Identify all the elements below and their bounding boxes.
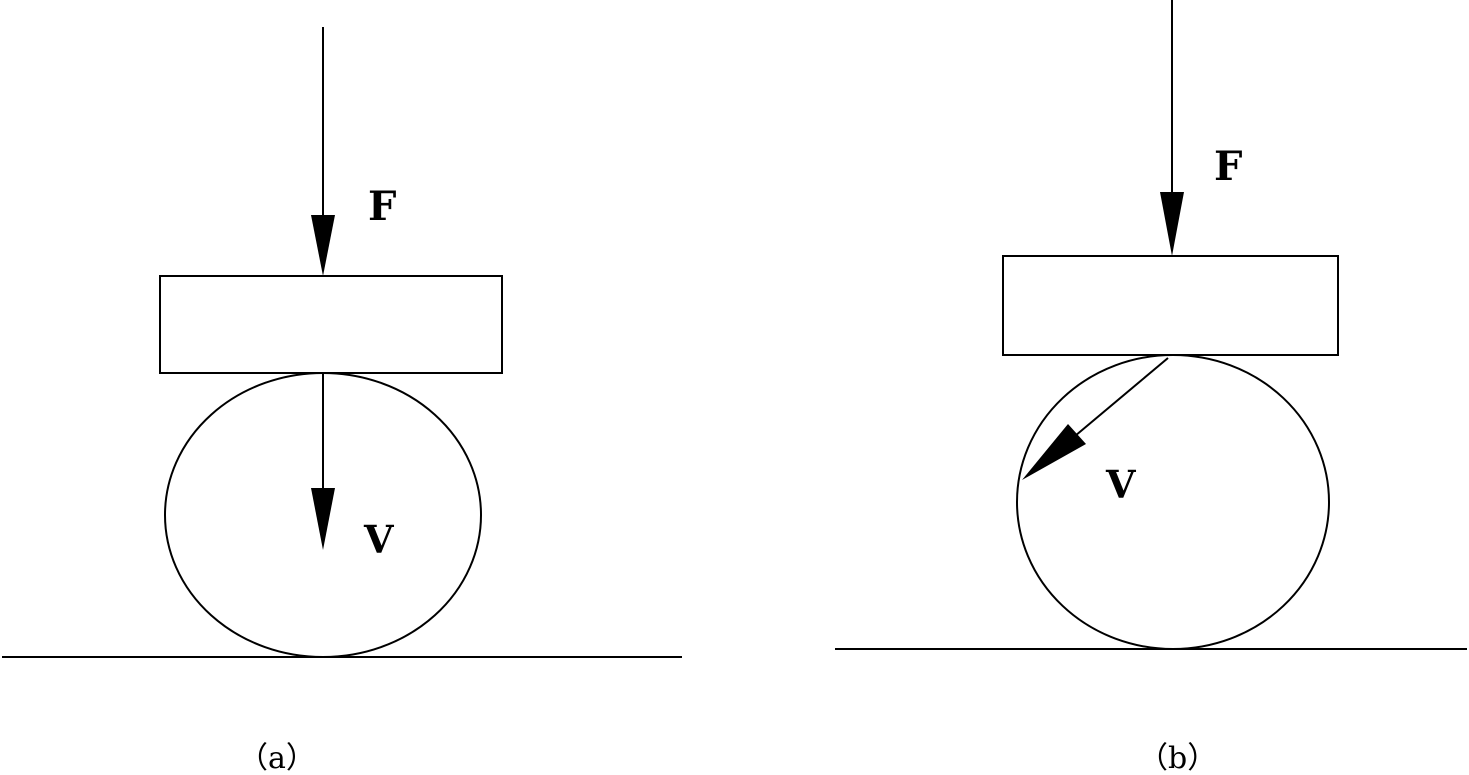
force-label-b: F	[1214, 143, 1242, 190]
caption-a: （a）	[238, 741, 316, 775]
roller-b	[1016, 354, 1330, 650]
block-a	[159, 275, 503, 374]
velocity-label-a: V	[363, 517, 395, 562]
panel-a	[2, 27, 682, 658]
force-arrowhead-a	[311, 215, 335, 276]
force-label-a: F	[368, 183, 396, 230]
caption-b: （b）	[1138, 741, 1217, 775]
force-arrowhead-b	[1160, 192, 1184, 256]
panel-b	[835, 0, 1467, 650]
velocity-label-b: V	[1105, 462, 1137, 507]
velocity-arrowhead-a	[311, 488, 335, 550]
velocity-arrow-shaft-b	[1074, 357, 1169, 437]
block-b	[1002, 255, 1339, 356]
velocity-arrowhead-b	[1022, 424, 1086, 480]
